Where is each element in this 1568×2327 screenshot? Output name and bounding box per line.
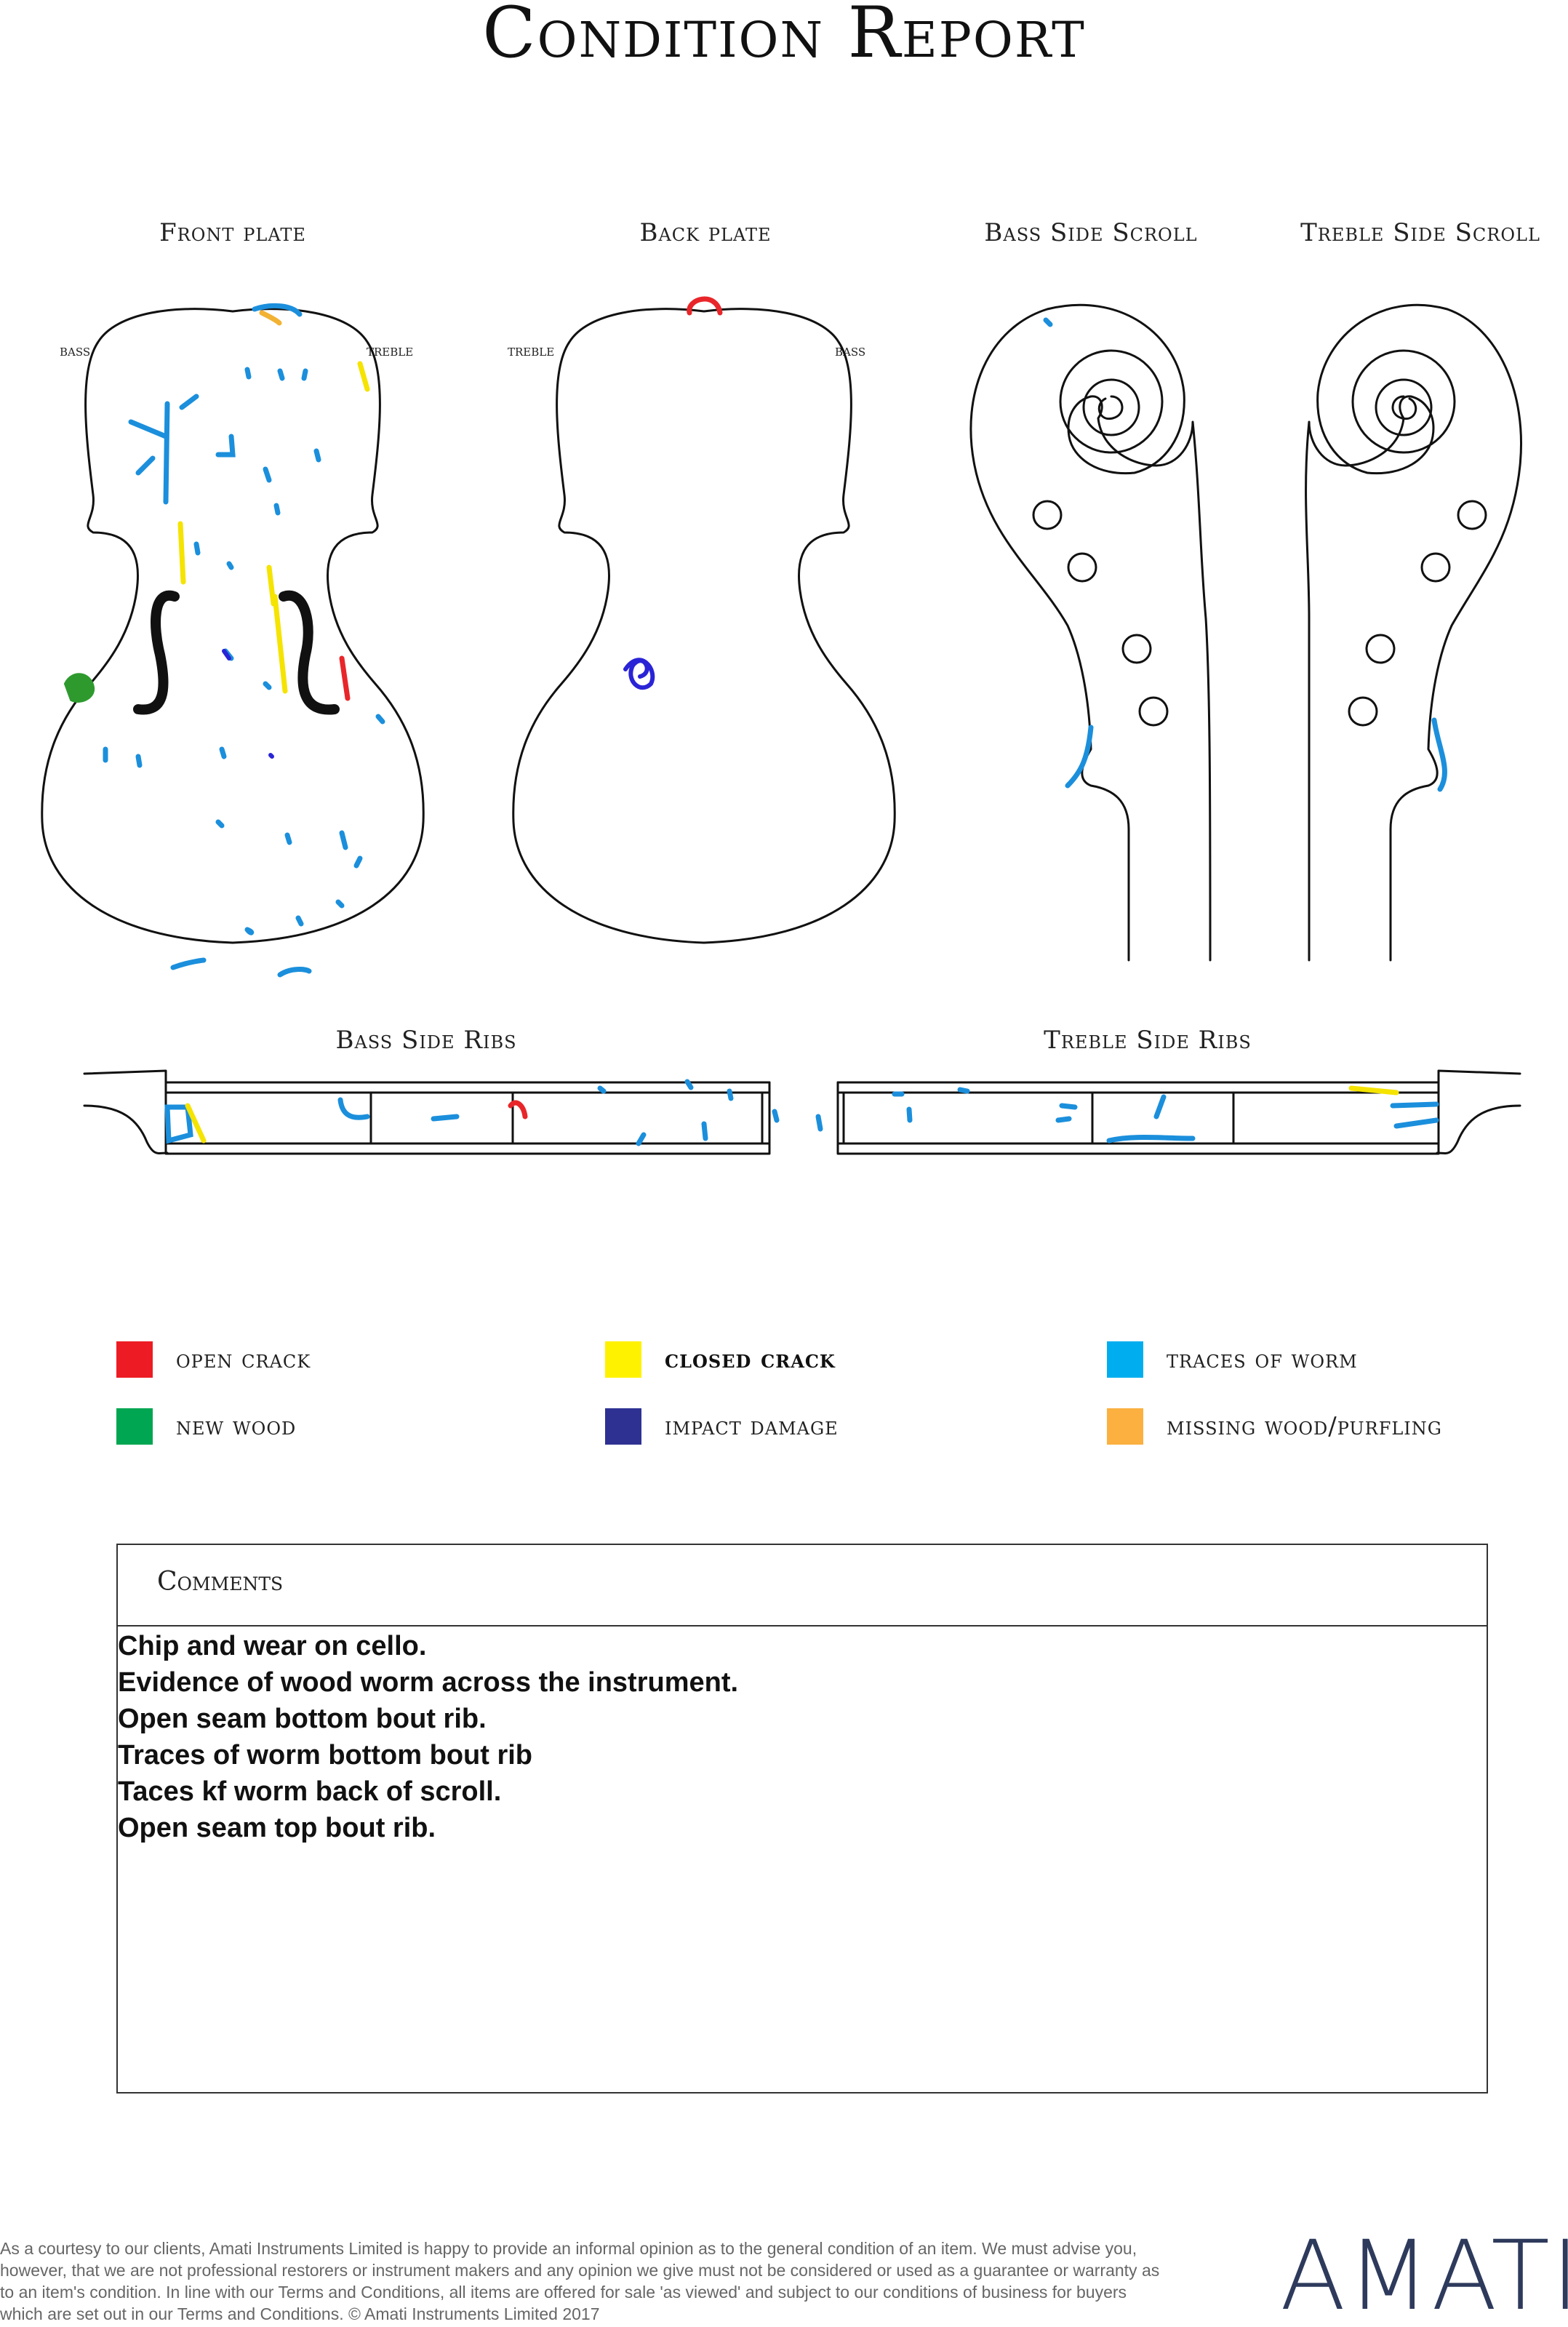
comments-body: Chip and wear on cello. Evidence of wood… [118, 1626, 1487, 1846]
legend-label: missing wood/purfling [1167, 1412, 1442, 1441]
legend-item-closed-crack: closed crack [605, 1341, 836, 1378]
amati-logo: AMATI [1280, 2226, 1568, 2327]
legend-swatch [605, 1341, 641, 1378]
legend-label: traces of worm [1167, 1345, 1358, 1374]
f-holes [133, 590, 340, 715]
legend-item-impact-damage: impact damage [605, 1408, 839, 1445]
bass-side-ribs-outline [83, 1069, 771, 1155]
bass-side-scroll-label: Bass Side Scroll [984, 218, 1198, 247]
comments-header: Comments [118, 1545, 1487, 1626]
comment-line: Evidence of wood worm across the instrum… [118, 1667, 739, 1698]
legend-swatch [116, 1408, 153, 1445]
treble-side-ribs-outline [836, 1069, 1521, 1155]
page-title: Condition Report [482, 0, 1086, 73]
front-bass-side-label: bass [60, 342, 91, 360]
legend-item-traces-of-worm: traces of worm [1107, 1341, 1358, 1378]
comment-line: Taces kf worm back of scroll. [118, 1776, 502, 1807]
front-plate-label: Front plate [159, 218, 306, 247]
bass-side-scroll-outline [969, 303, 1212, 962]
legend-swatch [605, 1408, 641, 1445]
comment-line: Open seam top bout rib. [118, 1813, 436, 1843]
comments-title: Comments [157, 1567, 284, 1597]
legend-label: closed crack [665, 1345, 836, 1374]
comment-line: Chip and wear on cello. [118, 1631, 427, 1661]
treble-side-scroll-outline [1305, 303, 1522, 962]
legend-item-new-wood: new wood [116, 1408, 296, 1445]
back-treble-side-label: treble [508, 342, 555, 360]
new-wood-patch [63, 673, 95, 703]
legend-label: open crack [176, 1345, 311, 1374]
back-plate-outline [512, 308, 896, 944]
back-plate-label: Back plate [639, 218, 772, 247]
legend-swatch [1107, 1341, 1143, 1378]
legend-item-missing-wood: missing wood/purfling [1107, 1408, 1442, 1445]
legend-swatch [116, 1341, 153, 1378]
legend-label: impact damage [665, 1412, 839, 1441]
bass-side-ribs-label: Bass Side Ribs [335, 1026, 517, 1055]
legend-swatch [1107, 1408, 1143, 1445]
front-plate-outline [41, 308, 425, 944]
damage-markings [103, 296, 1447, 1146]
legend-label: new wood [176, 1412, 297, 1441]
comment-line: Open seam bottom bout rib. [118, 1704, 487, 1734]
comment-line: Traces of worm bottom bout rib [118, 1740, 533, 1771]
treble-side-scroll-label: Treble Side Scroll [1300, 218, 1540, 247]
legend-item-open-crack: open crack [116, 1341, 311, 1378]
disclaimer-text: As a courtesy to our clients, Amati Inst… [0, 2239, 1160, 2323]
treble-side-ribs-label: Treble Side Ribs [1044, 1026, 1252, 1055]
instrument-diagrams [41, 296, 1522, 1155]
comments-box: Comments Chip and wear on cello. Evidenc… [116, 1544, 1488, 2093]
